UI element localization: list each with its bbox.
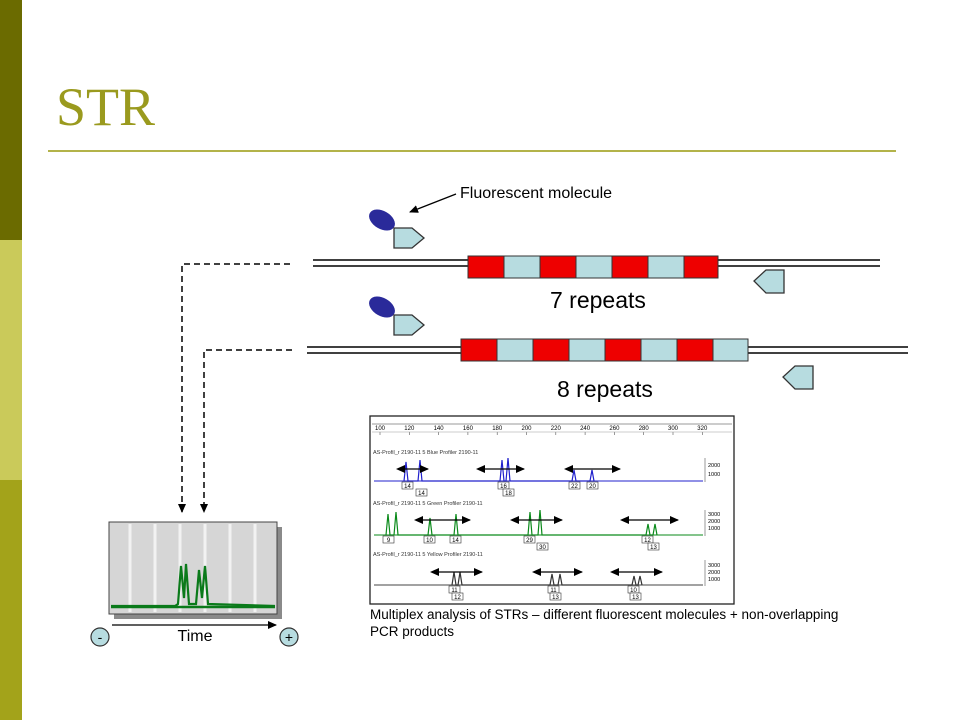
panel-green: AS-Profil_r 2190-11 5 Green Profiler 219… [373,501,720,551]
scale-tick-label: 220 [551,426,562,432]
capillary-trace [108,521,282,619]
allele-call: 14 [404,484,411,490]
scale-tick-label: 160 [463,426,474,432]
allele-call: 12 [644,538,651,544]
scale-tick-label: 120 [404,426,415,432]
allele-call: 18 [505,491,512,497]
allele-call: 14 [452,538,459,544]
primer-icon [393,314,426,336]
repeat-spacer [647,255,685,279]
allele-call: 20 [589,484,596,490]
panel-label: AS-Profil_r 2190-11 5 Blue Profiler 2190… [373,450,478,456]
repeat-spacer [568,338,606,362]
allele-call: 11 [550,588,557,594]
y-tick: 1000 [708,472,720,478]
allele-call: 16 [500,484,507,490]
y-tick: 2000 [708,463,720,469]
caption-text: Multiplex analysis of STRs – different f… [370,607,839,639]
allele-call: 22 [571,484,578,490]
scale-tick-label: 280 [639,426,650,432]
fluorescent-dye-icon [369,209,395,231]
trace-peaks [111,563,276,608]
allele-call: 29 [526,538,533,544]
scale-tick-label: 320 [697,426,708,432]
scale-tick-label: 180 [492,426,503,432]
labeled-primer-top [369,209,426,249]
allele-call: 13 [650,545,657,551]
plus-label: + [285,629,293,645]
y-tick: 1000 [708,526,720,532]
y-tick: 2000 [708,519,720,525]
scale-ruler: 100 120 140 160 180 200 220 240 260 280 300 320 [375,426,708,435]
scale-tick-label: 100 [375,426,386,432]
repeat-spacer [496,338,534,362]
primer-icon [393,227,426,249]
repeat-unit [683,255,719,279]
dashed-connectors [178,263,292,513]
labeled-primer-bottom [369,296,426,336]
reverse-primer-icon [753,269,785,294]
minus-electrode-icon [90,627,110,647]
sidebar-block-dark [0,0,22,240]
dna-strand-8-repeats [307,338,908,362]
repeat-spacer [712,338,749,362]
time-axis: - + Time [90,621,299,647]
allele-call: 13 [552,595,559,601]
title-divider [48,150,896,152]
allele-call: 10 [630,588,637,594]
panel-blue: AS-Profil_r 2190-11 5 Blue Profiler 2190… [373,450,720,497]
scale-tick-label: 240 [580,426,591,432]
y-tick: 3000 [708,512,720,518]
y-tick: 3000 [708,563,720,569]
repeat-unit [460,338,498,362]
minus-label: - [98,629,103,645]
scale-tick-label: 140 [434,426,445,432]
repeat-spacer [575,255,613,279]
plus-electrode-icon [279,627,299,647]
sidebar-block-mid [0,480,22,720]
electropherogram-caption: Multiplex analysis of STRs – different f… [370,606,850,640]
electropherogram: 100 120 140 160 180 200 220 240 260 280 300 320 AS-… [369,415,735,605]
repeat-unit [611,255,649,279]
slide-title: STR [56,77,156,137]
y-tick: 1000 [708,577,720,583]
sidebar-block-light [0,240,22,480]
allele-call: 14 [418,491,425,497]
repeat-spacer [640,338,678,362]
allele-call: 13 [632,595,639,601]
repeats-8-label: 8 repeats [557,376,653,402]
reverse-primer-icon [782,365,814,390]
allele-call: 11 [451,588,458,594]
panel-label: AS-Profil_r 2190-11 5 Yellow Profiler 21… [373,552,483,558]
scale-tick-label: 260 [609,426,620,432]
fluorescent-molecule-label: Fluorescent molecule [460,185,612,202]
repeat-unit [676,338,714,362]
repeat-unit [467,255,505,279]
repeat-unit [532,338,570,362]
repeat-spacer [503,255,541,279]
sidebar-accent [0,0,22,720]
allele-call: 30 [539,545,546,551]
time-label: Time [178,628,213,645]
dna-strand-7-repeats [313,255,880,279]
allele-call: 10 [426,538,433,544]
fluorescent-pointer-arrow [409,193,457,213]
panel-yellow: AS-Profil_r 2190-11 5 Yellow Profiler 21… [373,552,720,601]
repeats-7-label: 7 repeats [550,287,646,313]
y-tick: 2000 [708,570,720,576]
repeat-unit [604,338,642,362]
allele-call: 9 [387,538,391,544]
scale-tick-label: 300 [668,426,679,432]
repeat-unit [539,255,577,279]
fluorescent-dye-icon [369,296,395,318]
panel-label: AS-Profil_r 2190-11 5 Green Profiler 219… [373,501,483,507]
allele-call: 12 [454,595,461,601]
scale-tick-label: 200 [521,426,532,432]
